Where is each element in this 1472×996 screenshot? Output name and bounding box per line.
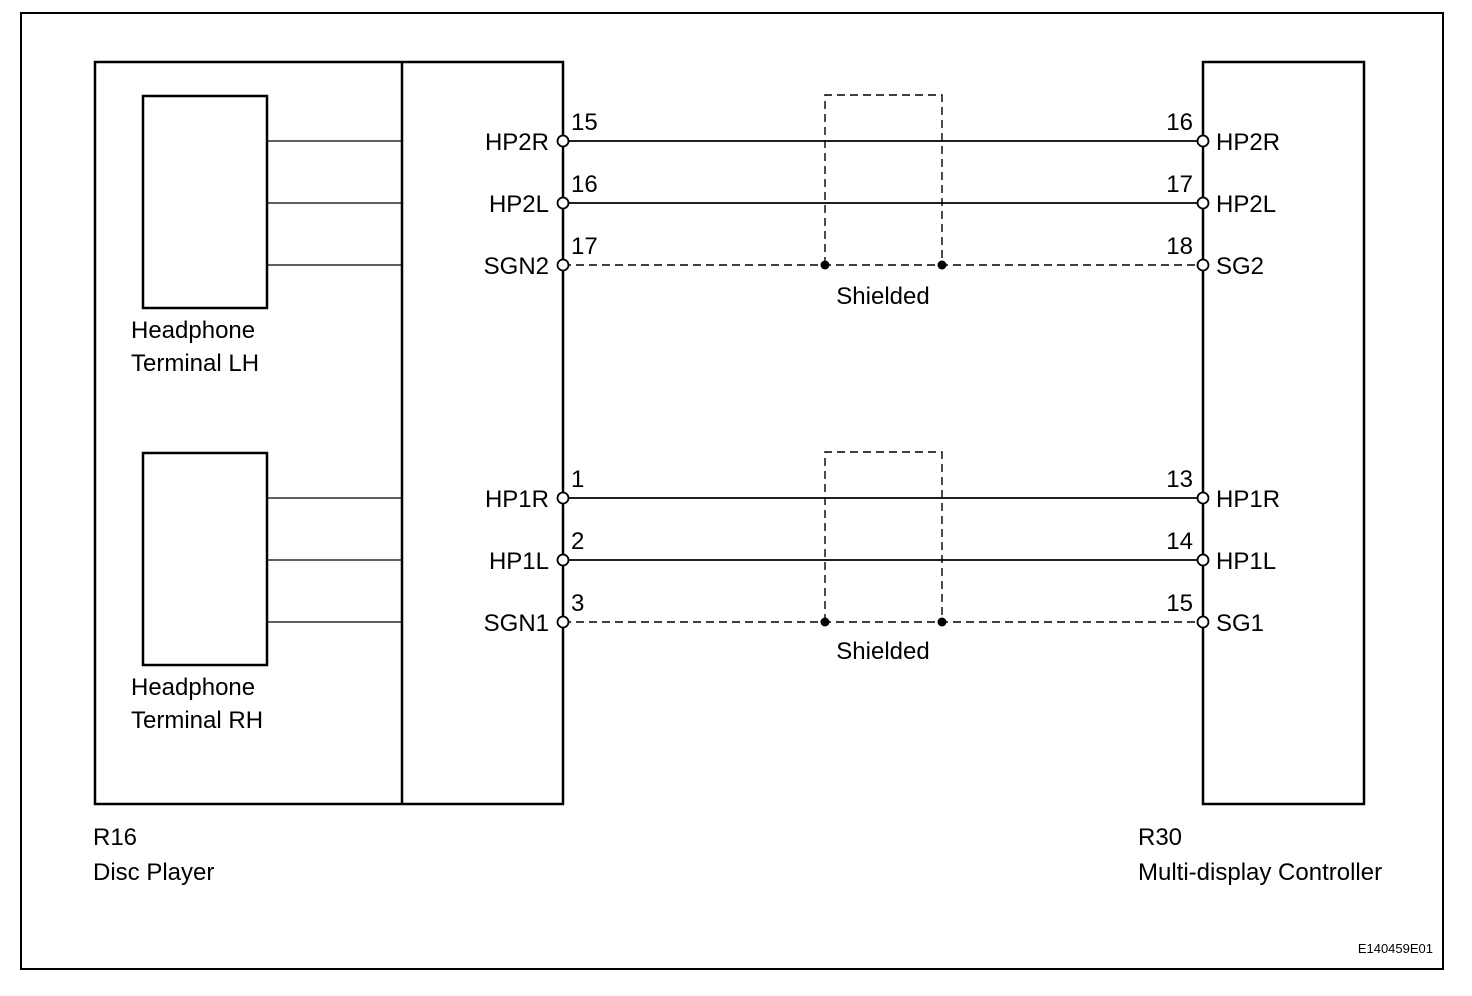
left-pin-terminal	[556, 615, 570, 629]
left-signal-label: HP2L	[489, 191, 549, 218]
right-pin-number: 13	[1166, 466, 1193, 493]
right-signal-label: HP2R	[1216, 129, 1280, 156]
right-pin-terminal	[1196, 553, 1210, 567]
disc-player-component: Headphone Terminal LH Headphone Terminal…	[93, 60, 565, 886]
figure-reference: E140459E01	[1358, 941, 1433, 956]
right-signal-label: SG1	[1216, 610, 1264, 637]
multi-display-controller-body	[1201, 60, 1366, 806]
left-pin-number: 3	[571, 590, 584, 617]
right-pin-terminal	[1196, 491, 1210, 505]
terminal-rh-label-line1: Headphone	[131, 674, 255, 701]
left-signal-label: HP2R	[485, 129, 549, 156]
left-pin-number: 1	[571, 466, 584, 493]
terminal-rh-label-line2: Terminal RH	[131, 707, 263, 734]
right-pin-number: 18	[1166, 233, 1193, 260]
left-component-name: Disc Player	[93, 859, 214, 886]
left-signal-label: HP1R	[485, 486, 549, 513]
left-component-code: R16	[93, 824, 137, 851]
left-pin-terminal	[556, 258, 570, 272]
right-pin-terminal	[1196, 196, 1210, 210]
left-signal-label: HP1L	[489, 548, 549, 575]
terminal-lh-label-line2: Terminal LH	[131, 350, 259, 377]
left-pin-terminal	[556, 553, 570, 567]
multi-display-controller-component: R30 Multi-display Controller	[1138, 60, 1382, 886]
left-pin-terminal	[556, 134, 570, 148]
headphone-terminal-lh-box	[141, 94, 269, 310]
right-pin-number: 14	[1166, 528, 1193, 555]
left-pin-number: 15	[571, 109, 598, 136]
terminal-lh-label-line1: Headphone	[131, 317, 255, 344]
right-pin-number: 15	[1166, 590, 1193, 617]
left-signal-label: SGN1	[484, 610, 549, 637]
shield-outline	[824, 451, 943, 622]
disc-player-body	[93, 60, 565, 806]
right-pin-terminal	[1196, 258, 1210, 272]
right-signal-label: HP2L	[1216, 191, 1276, 218]
right-signal-label: SG2	[1216, 253, 1264, 280]
right-pin-number: 16	[1166, 109, 1193, 136]
headphone-terminal-lh: Headphone Terminal LH	[131, 94, 402, 377]
headphone-terminal-rh-box	[141, 451, 269, 667]
right-component-code: R30	[1138, 824, 1182, 851]
headphone-terminal-rh: Headphone Terminal RH	[131, 451, 402, 734]
shield-group-upper: Shielded	[820, 94, 947, 310]
left-pin-terminal	[556, 196, 570, 210]
right-component-name: Multi-display Controller	[1138, 859, 1382, 886]
shield-outline	[824, 94, 943, 265]
left-pin-terminal	[556, 491, 570, 505]
right-signal-label: HP1L	[1216, 548, 1276, 575]
left-pin-number: 16	[571, 171, 598, 198]
right-pin-terminal	[1196, 134, 1210, 148]
left-pin-number: 17	[571, 233, 598, 260]
shield-label: Shielded	[836, 283, 929, 310]
right-signal-label: HP1R	[1216, 486, 1280, 513]
right-pin-number: 17	[1166, 171, 1193, 198]
shield-label: Shielded	[836, 638, 929, 665]
diagram-frame	[20, 12, 1444, 970]
shield-group-lower: Shielded	[820, 451, 947, 665]
left-signal-label: SGN2	[484, 253, 549, 280]
left-pin-number: 2	[571, 528, 584, 555]
right-pin-terminal	[1196, 615, 1210, 629]
